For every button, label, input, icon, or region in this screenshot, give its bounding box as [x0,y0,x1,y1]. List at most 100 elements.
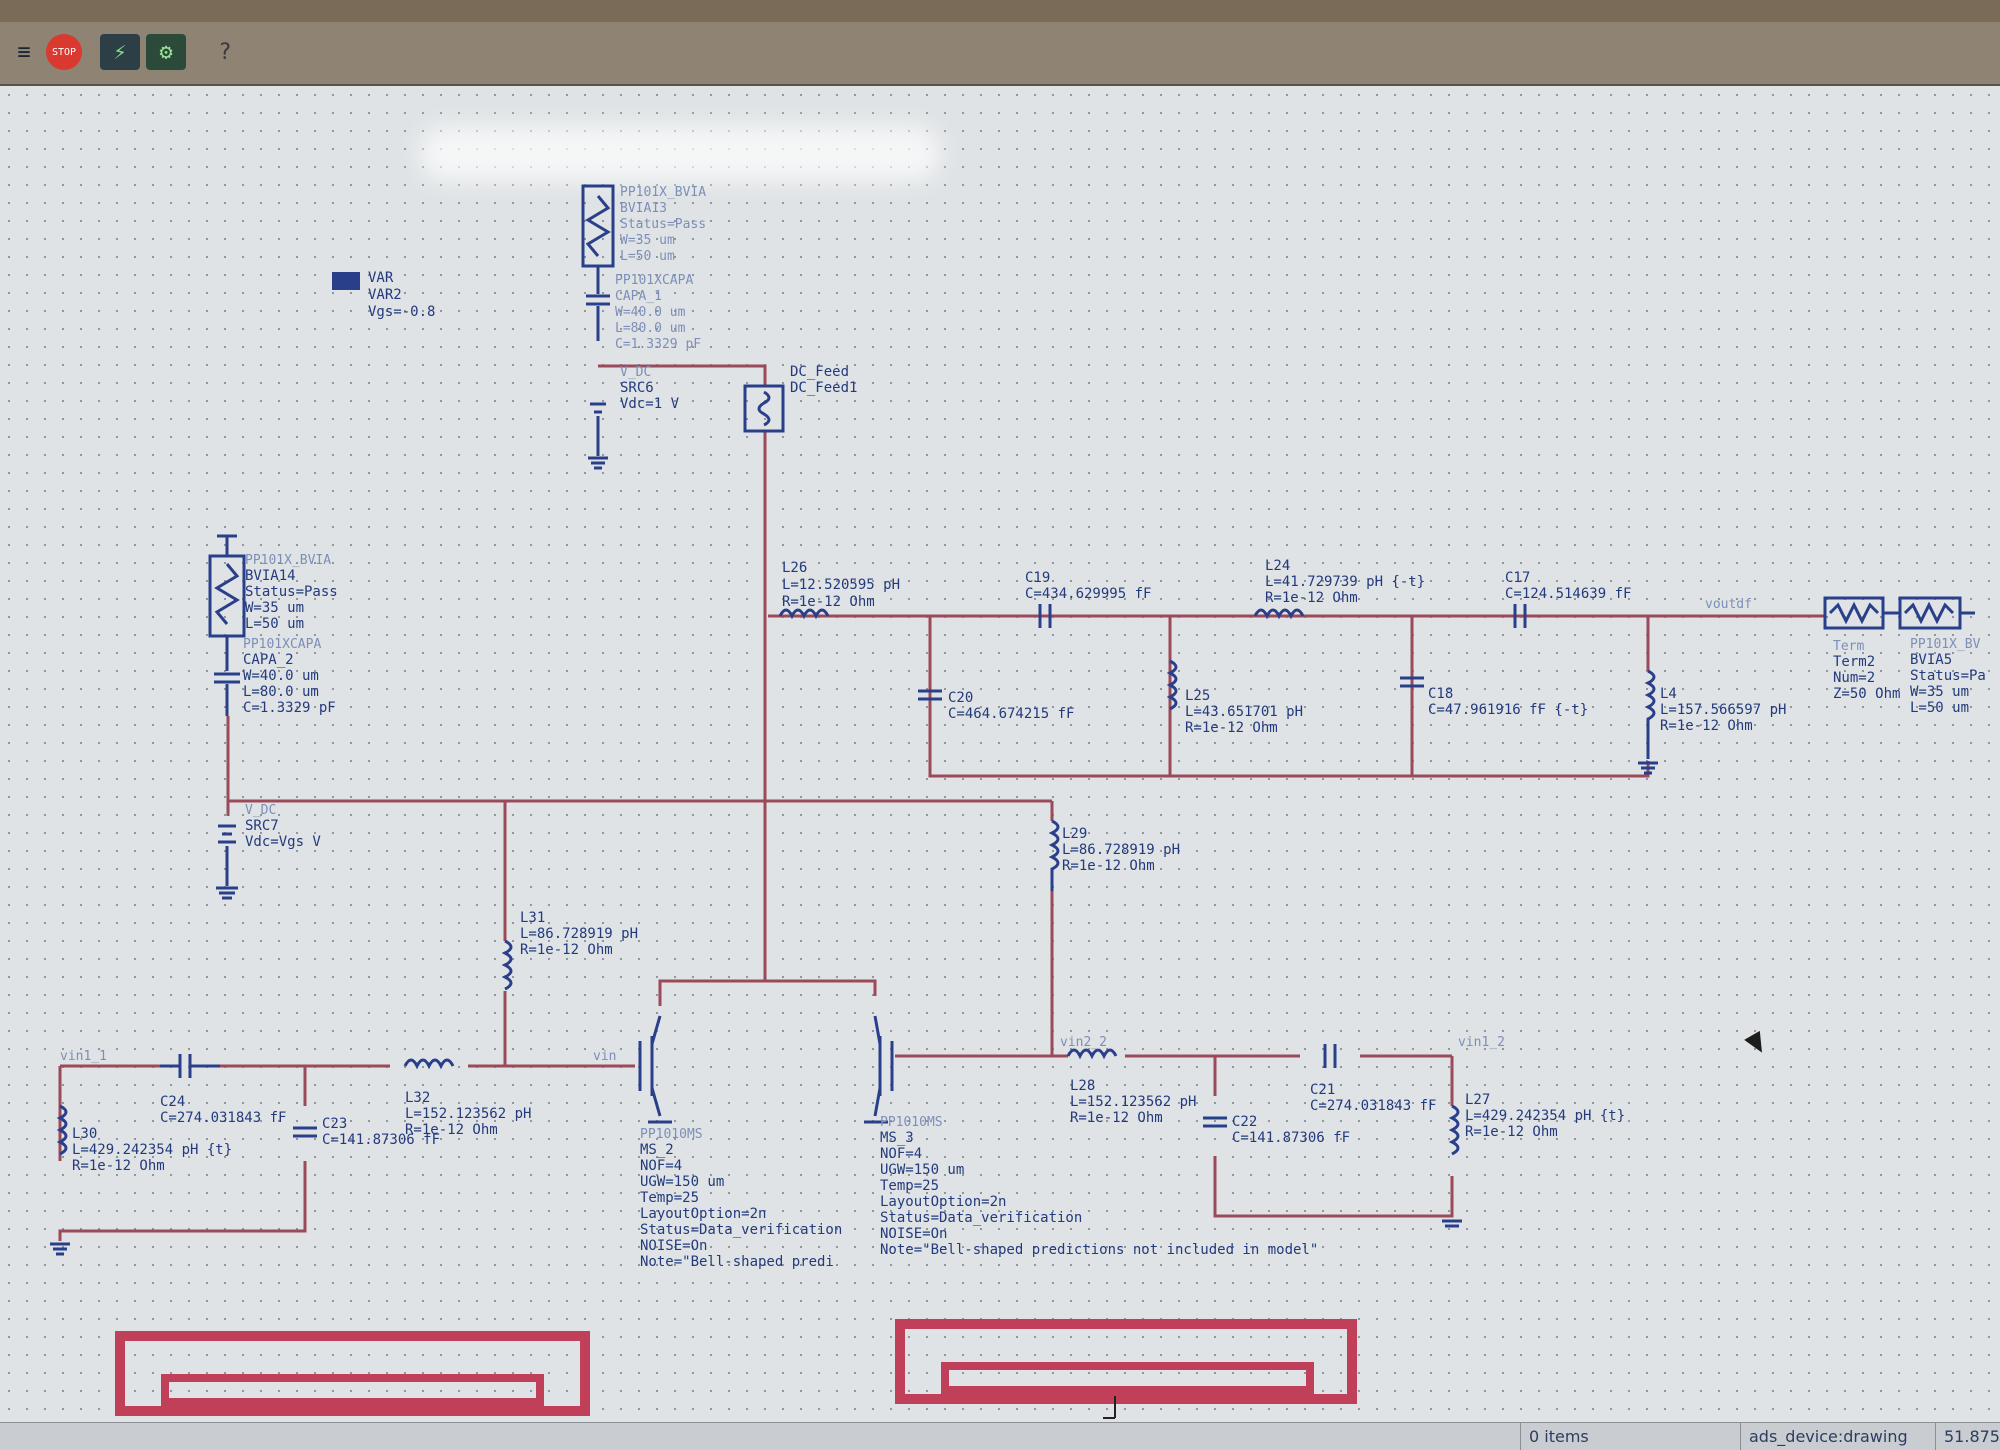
screen-glare [420,126,940,181]
l4-l: L=157.566597 pH [1660,702,1786,718]
bvia13-type: PP101X_BVIA [620,185,706,200]
capa1-c: C=1.3329 pF [615,337,701,352]
net-voutdf: voutdf [1705,597,1752,612]
c23-c: C=141.87306 fF [322,1132,440,1148]
c20-name: C20 [948,690,973,706]
c17-c: C=124.514639 fF [1505,586,1631,602]
c24-name: C24 [160,1094,185,1110]
c18-c: C=47.961916 fF {-t} [1428,702,1588,718]
list-icon[interactable]: ≡ [17,39,31,65]
ms2-status: Status=Data_verification [640,1222,842,1238]
dcfeed1-name: DC_Feed1 [790,380,857,396]
l28-l: L=152.123562 pH [1070,1094,1196,1110]
schematic-canvas[interactable]: VAR VAR2 Vgs=-0.8 PP101X_BVIA BVIA13 Sta… [0,86,2000,1422]
capa2-type: PP101XCAPA [243,637,321,652]
l26-l: L=12.520595 pH [782,577,900,593]
src6-type: V_DC [620,365,651,380]
c18-name: C18 [1428,686,1453,702]
term2-type: Term [1833,639,1864,654]
bvia13-name: BVIA13 [620,201,667,216]
l25-l: L=43.651701 pH [1185,704,1303,720]
c23-name: C23 [322,1116,347,1132]
toolbar: ≡ STOP ⚡ ⚙ ? [0,22,2000,86]
l30-l: L=429.242354 pH {t} [72,1142,232,1158]
ms3-layout: LayoutOption=2n [880,1194,1006,1210]
bvia5-type: PP101X_BV [1910,637,1981,652]
capa2-c: C=1.3329 pF [243,700,336,716]
status-bar: 0 items ads_device:drawing 51.875 [0,1422,2000,1450]
ms3-nof: NOF=4 [880,1146,922,1162]
bvia5-status: Status=Pa [1910,668,1986,684]
l25-name: L25 [1185,688,1210,704]
l24-r: R=1e-12 Ohm [1265,590,1358,606]
l29-r: R=1e-12 Ohm [1062,858,1155,874]
ms2-layout: LayoutOption=2n [640,1206,766,1222]
ms2-type: PP1010MS [640,1127,703,1142]
bvia13-status: Status=Pass [620,217,706,232]
c20-c: C=464.674215 fF [948,706,1074,722]
top-menu-strip [0,0,2000,22]
term2-z: Z=50 Ohm [1833,686,1900,702]
l28-r: R=1e-12 Ohm [1070,1110,1163,1126]
capa2-w: W=40.0 um [243,668,319,684]
src7-v: Vdc=Vgs V [245,834,321,850]
l31-l: L=86.728919 pH [520,926,638,942]
ms3-note: Note="Bell-shaped predictions not includ… [880,1242,1318,1258]
bvia13-w: W=35 um [620,233,675,248]
bvia14-l: L=50 um [245,616,304,632]
simulate-icon[interactable]: ⚡ [100,34,140,70]
c19-name: C19 [1025,570,1050,586]
capa1-type: PP101XCAPA [615,273,693,288]
l31-name: L31 [520,910,545,926]
ms3-noise: NOISE=On [880,1226,947,1242]
status-item-count: 0 items [1520,1423,1740,1450]
schematic-drawing: VAR VAR2 Vgs=-0.8 PP101X_BVIA BVIA13 Sta… [50,184,1986,1419]
capa1-name: CAPA_1 [615,289,662,304]
c22-name: C22 [1232,1114,1257,1130]
l30-r: R=1e-12 Ohm [72,1158,165,1174]
l29-name: L29 [1062,826,1087,842]
ms3-temp: Temp=25 [880,1178,939,1194]
net-vin2-2: vin2_2 [1060,1035,1107,1050]
l29-l: L=86.728919 pH [1062,842,1180,858]
l32-l: L=152.123562 pH [405,1106,531,1122]
ms2-nof: NOF=4 [640,1158,682,1174]
net-vin1-2: vin1_2 [1458,1035,1505,1050]
bvia5-w: W=35 um [1910,684,1969,700]
stop-button[interactable]: STOP [46,34,82,70]
status-coordinate: 51.875 [1935,1423,2000,1450]
c21-name: C21 [1310,1082,1335,1098]
l32-r: R=1e-12 Ohm [405,1122,498,1138]
l31-r: R=1e-12 Ohm [520,942,613,958]
capa2-l: L=80.0 um [243,684,319,700]
ms2-note: Note="Bell-shaped predi [640,1254,834,1270]
l25-r: R=1e-12 Ohm [1185,720,1278,736]
l26-r: R=1e-12 Ohm [782,594,875,610]
c22-c: C=141.87306 fF [1232,1130,1350,1146]
var2-expr: Vgs=-0.8 [368,304,435,320]
ms3-type: PP1010MS [880,1115,943,1130]
l24-name: L24 [1265,558,1290,574]
help-icon[interactable]: ? [218,39,232,65]
l27-l: L=429.242354 pH {t} [1465,1108,1625,1124]
l26-name: L26 [782,560,807,576]
capa1-l: L=80.0 um [615,321,686,336]
capa2-name: CAPA_2 [243,652,294,668]
l28-name: L28 [1070,1078,1095,1094]
bvia13-l: L=50 um [620,249,675,264]
bvia5-l: L=50 um [1910,700,1969,716]
net-vin: vin [593,1049,616,1064]
src7-type: V_DC [245,803,276,818]
labels: VAR VAR2 Vgs=-0.8 PP101X_BVIA BVIA13 Sta… [60,185,1986,1270]
src7-name: SRC7 [245,818,279,834]
term2-num: Num=2 [1833,670,1875,686]
components [50,184,1975,1256]
c24-c: C=274.031843 fF [160,1110,286,1126]
dcfeed1-symbol [743,384,785,433]
net-vin1-1: vin1_1 [60,1049,107,1064]
l32-name: L32 [405,1090,430,1106]
layout-preview [115,1319,1357,1419]
l27-name: L27 [1465,1092,1490,1108]
ms2-ugw: UGW=150 um [640,1174,724,1190]
tune-icon[interactable]: ⚙ [146,34,186,70]
